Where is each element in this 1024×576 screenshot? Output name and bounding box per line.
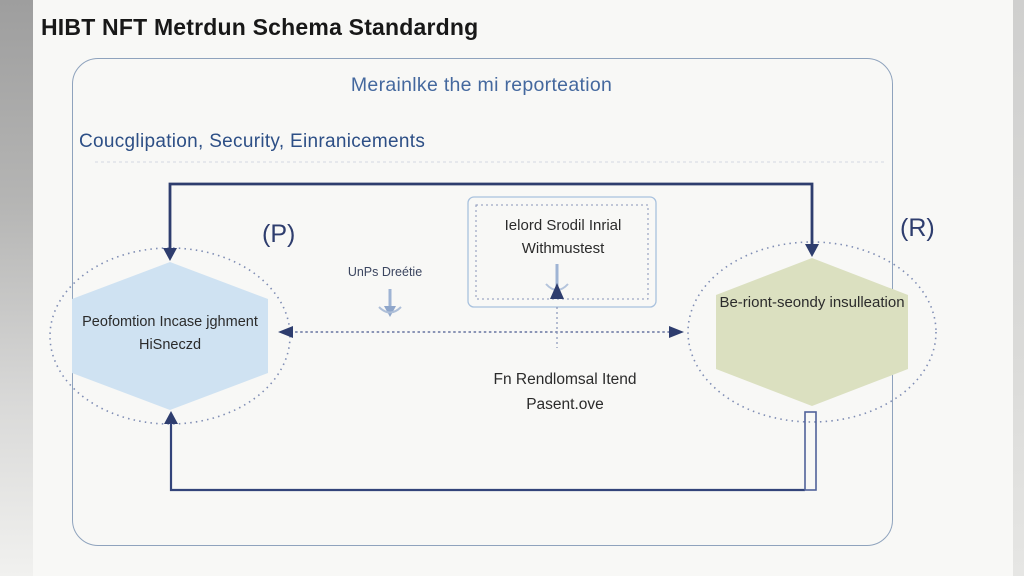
right-arrowhead-icon (669, 326, 684, 338)
right-down-arrowhead-icon (805, 244, 819, 257)
center-box-label-line2: Withmustest (521, 240, 605, 257)
up-arrowhead-icon (164, 411, 178, 424)
bottom-note-line2: Pasent.ove (526, 396, 604, 413)
center-box-label: Ielord Srodil Inrial Withmustest (470, 214, 656, 260)
right-double-riser-line (804, 411, 817, 491)
center-box-outer-border (467, 196, 657, 308)
bottom-note-line1: Fn Rendlomsal Itend (493, 371, 637, 388)
small-upload-label: UnPs Dreétie (347, 265, 423, 279)
right-hexagon-label: Be-riont-seondy insulleation (719, 294, 905, 311)
center-box-label-line1: Ielord Srodil Inrial (504, 217, 622, 234)
left-hexagon (72, 262, 268, 410)
left-hexagon-label-line2: HiSneczd (138, 337, 202, 353)
features-heading: Coucglipation, Security, Einranicements (79, 131, 426, 152)
left-hexagon-label-line1: Peofomtion Incase jghment (82, 314, 258, 330)
down-arrow-with-base-icon (378, 289, 402, 317)
bottom-note: Fn Rendlomsal Itend Pasent.ove (440, 367, 690, 417)
bottom-connector-line (169, 423, 805, 492)
left-gray-edge (0, 0, 33, 576)
label-r: (R) (900, 214, 935, 242)
right-hexagon (716, 258, 908, 406)
left-down-arrowhead-icon (163, 248, 177, 261)
top-connector-line (168, 182, 814, 250)
right-gray-edge (1013, 0, 1024, 576)
diagram-subtitle: Merainlke the mi reporteation (350, 74, 613, 96)
page-title: HIBT NFT Metrdun Schema Standardng (41, 14, 479, 40)
left-hexagon-label: Peofomtion Incase jghment HiSneczd (53, 311, 287, 357)
right-dotted-ellipse (687, 241, 937, 423)
left-arrowhead-icon (278, 326, 293, 338)
label-p: (P) (262, 220, 296, 248)
up-arrow-with-base-icon (545, 264, 569, 299)
